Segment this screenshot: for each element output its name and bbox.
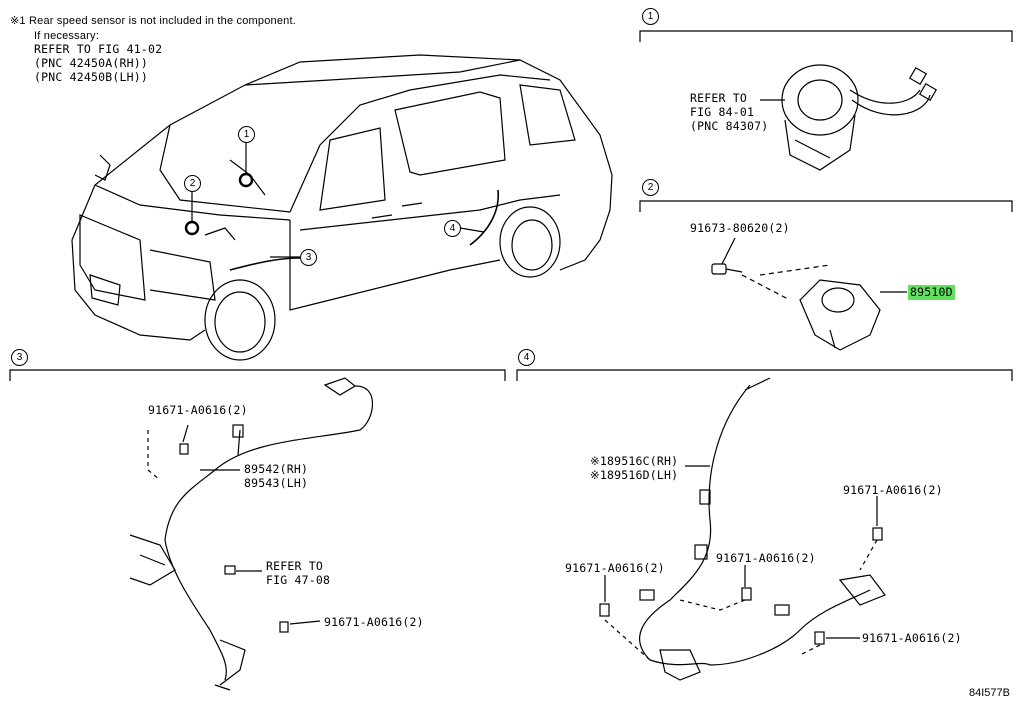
callout-2[interactable]: 2 — [184, 175, 201, 192]
note-pnc-lh: (PNC 42450B(LH)) — [34, 70, 148, 84]
section-3-ref-line1: REFER TO — [266, 559, 323, 573]
section-1-ref-line1: REFER TO — [690, 91, 747, 105]
callout-marker-2 — [184, 220, 200, 236]
part-89510D-highlight[interactable]: 89510D — [908, 285, 955, 300]
callout-4[interactable]: 4 — [444, 220, 461, 237]
callout-1[interactable]: 1 — [238, 126, 255, 143]
section-2-number: 2 — [642, 179, 659, 196]
section-1-ref-line3: (PNC 84307) — [690, 119, 769, 133]
note-line-1: ※1 Rear speed sensor is not included in … — [10, 15, 297, 27]
section-1-ref-line2[interactable]: FIG 84-01 — [690, 105, 755, 119]
section-2-bracket — [639, 200, 1013, 212]
section-1-number: 1 — [642, 8, 659, 25]
section-4-sensor-lh[interactable]: ※189516D(LH) — [590, 468, 679, 482]
section-4-bolt-1[interactable]: 91671-A0616(2) — [565, 561, 665, 575]
note-line-2: If necessary: — [34, 30, 99, 42]
rear-speed-sensor-drawing — [599, 377, 886, 681]
section-4-sensor-rh[interactable]: ※189516C(RH) — [590, 454, 679, 468]
section-3-sensor-rh[interactable]: 89542(RH) — [244, 462, 309, 476]
vehicle-drawing — [71, 54, 613, 361]
section-2-bolt-part[interactable]: 91673-80620(2) — [690, 221, 790, 235]
note-pnc-rh: (PNC 42450A(RH)) — [34, 56, 148, 70]
section-3-sensor-lh[interactable]: 89543(LH) — [244, 476, 309, 490]
section-1-bracket — [639, 30, 1013, 42]
section-3-number: 3 — [11, 349, 28, 366]
section-4-number: 4 — [518, 349, 535, 366]
spiral-cable-drawing — [781, 64, 938, 171]
section-4-bracket — [516, 369, 1013, 381]
front-speed-sensor-drawing — [129, 377, 373, 691]
callout-3[interactable]: 3 — [300, 249, 317, 266]
section-3-ref-line2[interactable]: FIG 47-08 — [266, 573, 331, 587]
section-4-bolt-4[interactable]: 91671-A0616(2) — [862, 631, 962, 645]
section-3-bracket — [9, 369, 506, 381]
yaw-sensor-drawing — [711, 263, 881, 351]
section-4-bolt-3[interactable]: 91671-A0616(2) — [843, 483, 943, 497]
section-4-bolt-2[interactable]: 91671-A0616(2) — [716, 551, 816, 565]
section-3-bolt-1[interactable]: 91671-A0616(2) — [148, 403, 248, 417]
section-3-bolt-2[interactable]: 91671-A0616(2) — [324, 615, 424, 629]
callout-marker-1 — [238, 172, 254, 188]
diagram-code: 84I577B — [969, 687, 1010, 699]
note-reference: REFER TO FIG 41-02 — [34, 42, 163, 56]
